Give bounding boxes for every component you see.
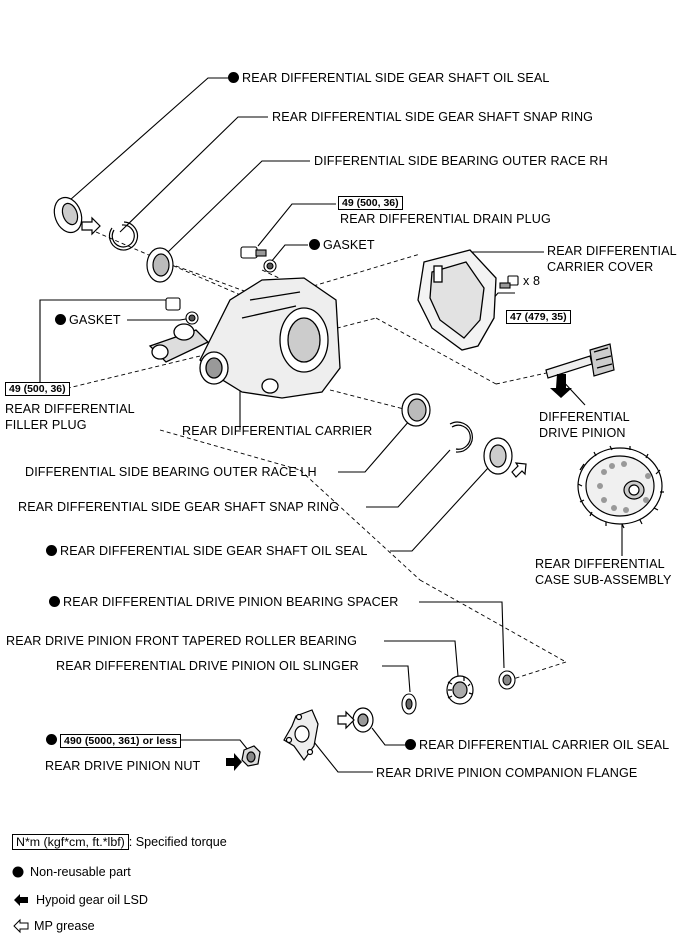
nonreusable-dot (46, 545, 57, 556)
leader-drain (257, 203, 336, 247)
label-drain-plug: REAR DIFFERENTIAL DRAIN PLUG (340, 212, 551, 226)
cover-bolt-part (499, 275, 519, 289)
bearing-spacer-part (498, 670, 516, 690)
drive-pinion-part (545, 343, 615, 379)
label-filler-1: REAR DIFFERENTIAL (5, 402, 135, 416)
label-nut: REAR DRIVE PINION NUT (45, 759, 201, 773)
label-slinger: REAR DIFFERENTIAL DRIVE PINION OIL SLING… (56, 659, 359, 673)
hypoid-oil-arrow-pinion (550, 374, 572, 398)
label-filler-2: FILLER PLUG (5, 418, 87, 432)
leader-slinger (382, 665, 411, 693)
label-case-1: REAR DIFFERENTIAL (535, 557, 665, 571)
label-x8: x 8 (523, 274, 541, 288)
label-snap-mid: REAR DIFFERENTIAL SIDE GEAR SHAFT SNAP R… (18, 500, 340, 514)
oil-seal-top-part (53, 196, 101, 236)
label-race-lh: DIFFERENTIAL SIDE BEARING OUTER RACE LH (25, 465, 317, 479)
hypoid-oil-arrow-nut (226, 753, 242, 771)
nonreusable-dot (228, 72, 239, 83)
leader-race-lh (338, 419, 411, 473)
companion-flange-part (283, 709, 319, 762)
differential-carrier-housing (148, 277, 341, 399)
nonreusable-dot (46, 734, 57, 745)
gasket-top-part (263, 259, 277, 273)
label-text: REAR DIFFERENTIAL SIDE GEAR SHAFT OIL SE… (242, 71, 550, 85)
legend-torque-box: N*m (kgf*cm, ft.*lbf) (12, 834, 129, 850)
outer-race-rh-part (146, 247, 174, 283)
carrier-oil-seal-part (337, 707, 374, 733)
torque-cover: 47 (479, 35) (506, 310, 571, 324)
label-seal-mid: REAR DIFFERENTIAL SIDE GEAR SHAFT OIL SE… (46, 544, 367, 559)
label-text: REAR DIFFERENTIAL SIDE GEAR SHAFT OIL SE… (60, 544, 368, 558)
label-seal-top: REAR DIFFERENTIAL SIDE GEAR SHAFT OIL SE… (228, 71, 549, 86)
pinion-nut-part (241, 745, 261, 767)
label-nut-torque: 490 (5000, 361) or less (46, 733, 182, 748)
label-text: GASKET (323, 238, 375, 252)
snap-ring-top-part (108, 221, 139, 251)
label-snap-top: REAR DIFFERENTIAL SIDE GEAR SHAFT SNAP R… (272, 110, 594, 124)
nonreusable-dot (49, 596, 60, 607)
front-bearing-part (446, 675, 474, 705)
leader-gasket-top (270, 244, 308, 263)
oil-slinger-part (401, 693, 417, 715)
legend-nonreusable: Non-reusable part (30, 865, 131, 879)
leader-gasket-left (127, 317, 193, 321)
nonreusable-dot (405, 739, 416, 750)
label-cover-1: REAR DIFFERENTIAL (547, 244, 677, 258)
torque-nut: 490 (5000, 361) or less (60, 734, 182, 748)
label-front-bearing: REAR DRIVE PINION FRONT TAPERED ROLLER B… (6, 634, 357, 648)
drain-plug-part (240, 246, 267, 259)
nonreusable-dot (55, 314, 66, 325)
leader-front-bearing (384, 640, 459, 677)
leader-snap-top (119, 116, 268, 233)
label-carrier: REAR DIFFERENTIAL CARRIER (182, 424, 373, 438)
leader-snap-mid (366, 449, 451, 508)
leader-flange (313, 741, 373, 773)
differential-case-part (577, 445, 664, 529)
legend-nonreusable-dot (12, 866, 24, 878)
leader-carrier-seal (371, 727, 405, 746)
legend-hypoid-arrow-icon (14, 894, 28, 906)
label-text: REAR DIFFERENTIAL DRIVE PINION BEARING S… (63, 595, 399, 609)
label-gasket-left: GASKET (55, 313, 121, 328)
label-flange: REAR DRIVE PINION COMPANION FLANGE (376, 766, 638, 780)
legend-torque-text: : Specified torque (128, 835, 227, 849)
outer-race-lh-part (401, 393, 431, 427)
label-gasket-top: GASKET (309, 238, 375, 253)
carrier-cover-part (417, 249, 497, 351)
filler-plug-part (165, 297, 199, 325)
legend-mp: MP grease (34, 919, 95, 933)
torque-filler: 49 (500, 36) (5, 382, 70, 396)
legend-hypoid: Hypoid gear oil LSD (36, 893, 149, 907)
label-case-2: CASE SUB-ASSEMBLY (535, 573, 672, 587)
label-text: REAR DIFFERENTIAL CARRIER OIL SEAL (419, 738, 670, 752)
label-carrier-seal: REAR DIFFERENTIAL CARRIER OIL SEAL (405, 738, 669, 753)
label-text: GASKET (69, 313, 121, 327)
label-pinion-1: DIFFERENTIAL (539, 410, 630, 424)
label-pinion-2: DRIVE PINION (539, 426, 626, 440)
snap-ring-mid-part (449, 421, 473, 453)
leader-seal-mid (390, 467, 489, 552)
leader-nut (177, 739, 249, 751)
legend-torque: N*m (kgf*cm, ft.*lbf): Specified torque (12, 834, 227, 850)
leader-spacer (419, 601, 505, 669)
label-race-rh: DIFFERENTIAL SIDE BEARING OUTER RACE RH (314, 154, 608, 168)
legend-mp-arrow-icon (13, 918, 29, 934)
label-spacer: REAR DIFFERENTIAL DRIVE PINION BEARING S… (49, 595, 399, 610)
torque-drain: 49 (500, 36) (338, 196, 403, 210)
nonreusable-dot (309, 239, 320, 250)
oil-seal-mid-part (483, 437, 527, 478)
leader-seal-top (69, 77, 228, 201)
label-cover-2: CARRIER COVER (547, 260, 654, 274)
leader-race-rh (167, 160, 310, 253)
